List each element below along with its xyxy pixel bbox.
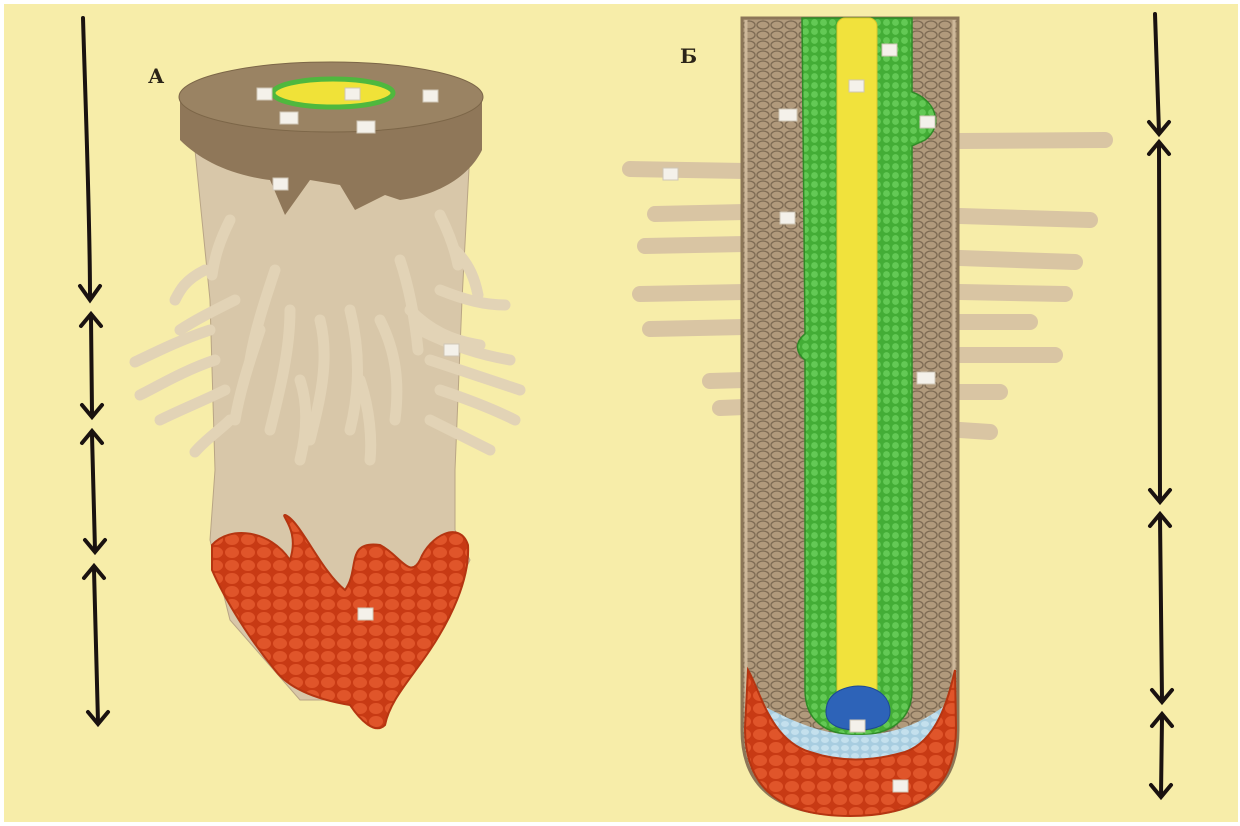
marker-tag <box>850 720 865 732</box>
double-headed-arrow-icon <box>1159 146 1160 500</box>
marker-tag <box>882 44 897 56</box>
marker-tag <box>358 608 373 620</box>
double-headed-arrow-icon <box>91 318 92 413</box>
marker-tag <box>280 112 298 124</box>
double-headed-arrow-icon <box>1161 718 1162 795</box>
marker-tag <box>849 80 864 92</box>
double-headed-arrow-icon <box>1160 518 1162 700</box>
central-cylinder-section <box>273 79 393 107</box>
panel-b-label: Б <box>680 44 697 68</box>
central-cylinder <box>837 18 877 698</box>
marker-tag <box>920 116 935 128</box>
marker-tag <box>273 178 288 190</box>
panel-a-label: А <box>148 64 164 88</box>
marker-tag <box>779 109 797 121</box>
marker-tag <box>444 344 459 356</box>
marker-tag <box>663 168 678 180</box>
marker-tag <box>780 212 795 224</box>
marker-tag <box>357 121 375 133</box>
marker-tag <box>345 88 360 100</box>
marker-tag <box>423 90 438 102</box>
marker-tag <box>257 88 272 100</box>
marker-tag <box>893 780 908 792</box>
marker-tag <box>917 372 935 384</box>
